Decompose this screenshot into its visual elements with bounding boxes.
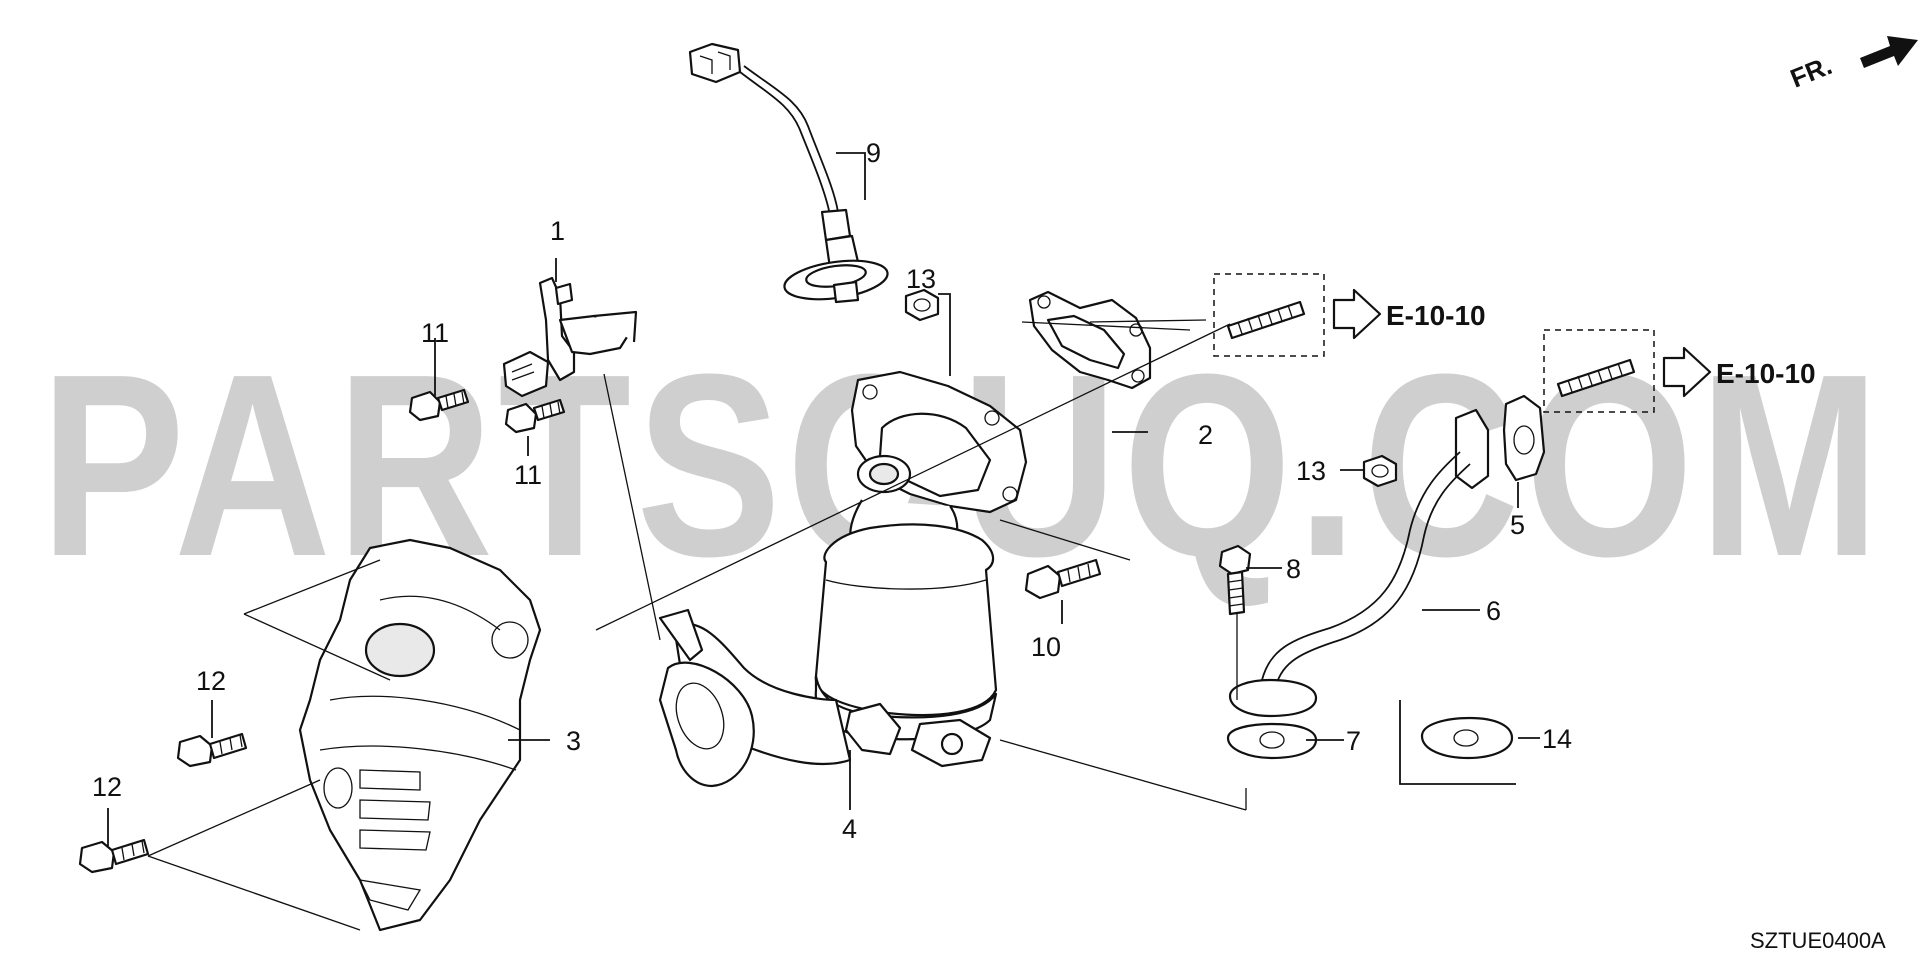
callout-1: 1 [550,216,565,246]
callout-10: 10 [1031,632,1061,662]
part-14-gasket [1399,700,1516,785]
front-direction-indicator: FR. [1786,36,1918,94]
part-12-bolt-a [176,732,248,768]
direction-label: FR. [1786,50,1836,94]
part-13-nut-lower [1362,454,1398,488]
callout-labels: 1 2 3 4 5 6 7 8 9 10 11 11 12 12 13 13 1… [92,138,1572,844]
diagram-code: SZTUE0400A [1750,928,1886,953]
callout-4: 4 [842,814,857,844]
part-9-oxygen-sensor [688,42,889,304]
part-1-bracket [502,276,638,398]
callout-13-b: 13 [1296,456,1326,486]
part-2-gasket [1028,290,1152,390]
callout-12-a: 12 [196,666,226,696]
reference-label-1: E-10-10 [1386,300,1486,331]
part-11-bolt-a [408,388,470,422]
reference-label-2: E-10-10 [1716,358,1816,389]
part-12-bolt-b [78,838,150,874]
callout-3: 3 [566,726,581,756]
callout-13-a: 13 [906,264,936,294]
reference-stud-b [1543,329,1712,413]
reference-arrow-icon [1332,288,1382,340]
callout-12-b: 12 [92,772,122,802]
callout-5: 5 [1510,510,1525,540]
callout-9: 9 [866,138,881,168]
callout-6: 6 [1486,596,1501,626]
part-4-catalytic-converter [658,370,1028,788]
reference-arrow-icon [1662,346,1712,398]
callout-11-a: 11 [421,318,449,348]
callout-14: 14 [1542,724,1572,754]
leader-lines [107,152,1540,931]
part-6-egr-pipe [1228,408,1490,718]
part-11-bolt-b [504,398,566,434]
part-5-gasket [1502,394,1546,482]
callout-8: 8 [1286,554,1301,584]
callout-7: 7 [1346,726,1361,756]
callout-11-b: 11 [514,460,542,490]
part-7-gasket [1226,722,1318,760]
callout-2: 2 [1198,420,1213,450]
part-3-heat-shield [298,538,542,932]
part-8-bolt [1218,544,1252,616]
part-10-bolt [1024,558,1102,600]
part-13-nut-upper [904,288,940,322]
front-arrow-icon [1860,36,1918,68]
reference-stud-a [1213,273,1382,357]
